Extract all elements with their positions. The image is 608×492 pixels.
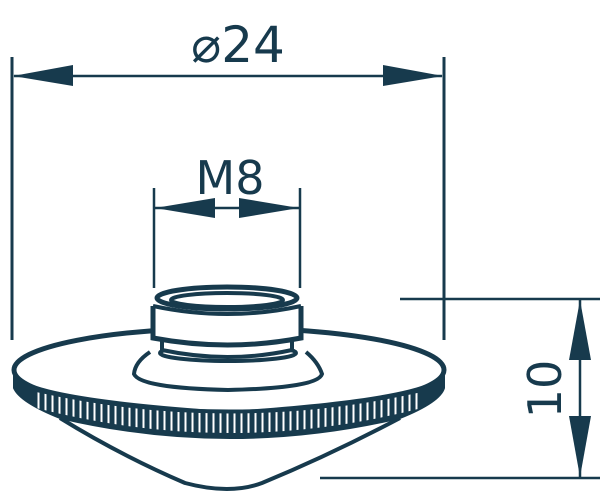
arrow-left-icon bbox=[13, 65, 73, 86]
neck-bore bbox=[169, 291, 285, 309]
nozzle-body bbox=[11, 284, 447, 491]
nozzle-cone bbox=[58, 416, 401, 491]
diameter-label: ⌀24 bbox=[191, 16, 285, 74]
diameter-dimension: ⌀24 bbox=[10, 16, 446, 340]
seat-cone bbox=[131, 350, 325, 393]
neck-chamfer bbox=[152, 304, 302, 316]
height-dimension: 10 bbox=[320, 297, 600, 480]
thread-arrow-left-icon bbox=[155, 198, 215, 218]
thread-arrow-right-icon bbox=[239, 198, 299, 218]
thread-label: M8 bbox=[196, 151, 265, 205]
neck-body bbox=[150, 306, 304, 348]
thread-dimension: M8 bbox=[152, 151, 302, 288]
arrow-right-icon bbox=[383, 65, 443, 86]
height-arrow-up-icon bbox=[569, 300, 591, 360]
height-label: 10 bbox=[518, 360, 572, 419]
height-arrow-down-icon bbox=[569, 416, 591, 477]
